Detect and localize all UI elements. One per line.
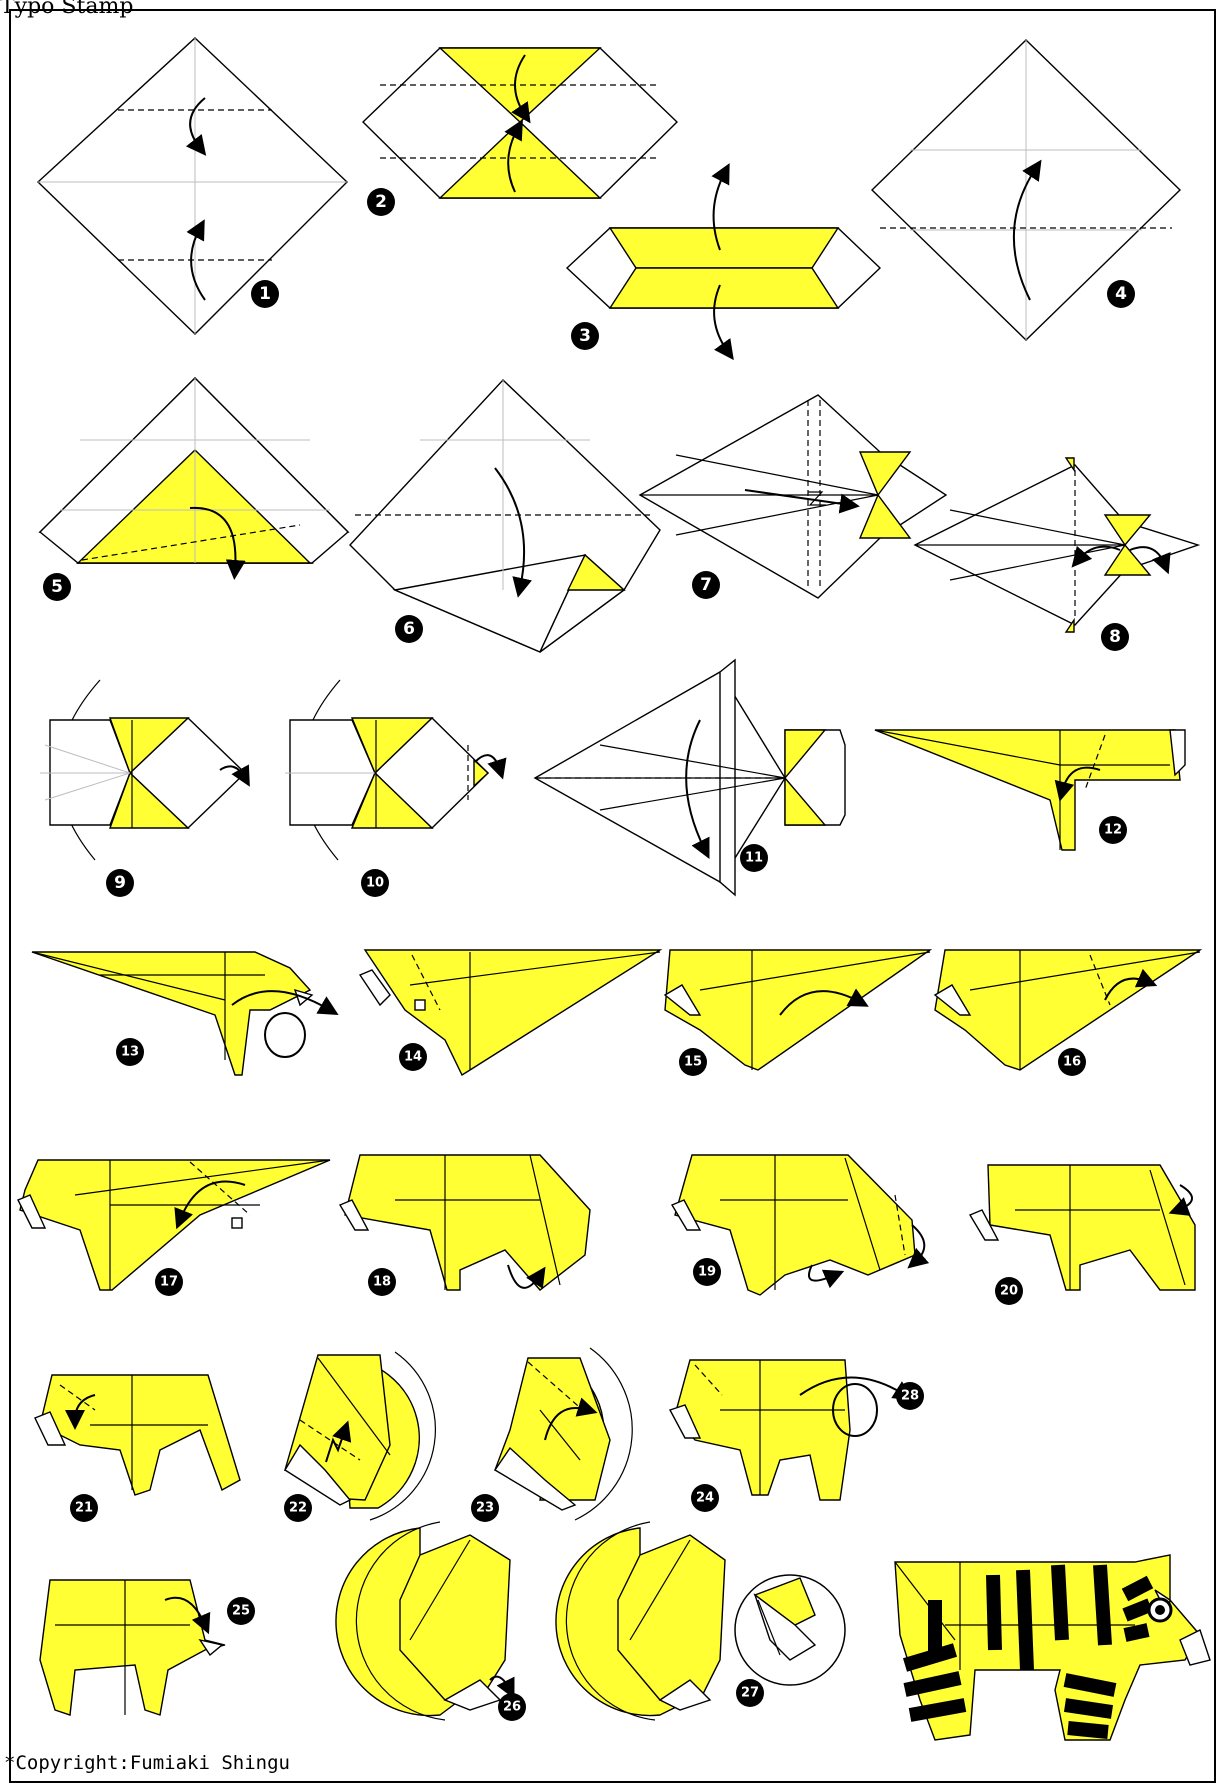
svg-text:18: 18 bbox=[373, 1275, 391, 1290]
svg-text:24: 24 bbox=[696, 1491, 714, 1506]
svg-text:7: 7 bbox=[700, 575, 712, 595]
step-badge-25: 25 bbox=[227, 1597, 255, 1625]
step-badge-1: 1 bbox=[251, 280, 279, 308]
step-badge-4: 4 bbox=[1107, 280, 1135, 308]
step-2-figure bbox=[363, 48, 677, 198]
svg-text:21: 21 bbox=[75, 1501, 93, 1516]
step-badge-5: 5 bbox=[43, 573, 71, 601]
svg-text:1: 1 bbox=[259, 284, 271, 304]
svg-text:25: 25 bbox=[232, 1604, 250, 1619]
step-badge-11: 11 bbox=[740, 844, 768, 872]
step-5-figure bbox=[40, 378, 348, 570]
step-badge-24: 24 bbox=[691, 1484, 719, 1512]
svg-text:8: 8 bbox=[1109, 627, 1121, 647]
step-badge-8: 8 bbox=[1101, 623, 1129, 651]
step-8-figure bbox=[915, 458, 1198, 632]
step-1-figure bbox=[38, 38, 347, 334]
svg-text:16: 16 bbox=[1063, 1055, 1081, 1070]
step-badge-22: 22 bbox=[284, 1494, 312, 1522]
svg-text:12: 12 bbox=[1104, 823, 1122, 838]
step-badge-14: 14 bbox=[399, 1043, 427, 1071]
svg-text:5: 5 bbox=[51, 577, 63, 597]
step-badge-9: 9 bbox=[106, 869, 134, 897]
step-badge-19: 19 bbox=[693, 1258, 721, 1286]
step-20-figure bbox=[970, 1165, 1195, 1290]
step-23-figure bbox=[495, 1348, 632, 1520]
step-15-figure bbox=[665, 950, 930, 1070]
step-badge-3: 3 bbox=[571, 322, 599, 350]
step-21-figure bbox=[35, 1375, 240, 1495]
step-11-figure bbox=[535, 660, 845, 895]
step-24-figure bbox=[670, 1360, 905, 1500]
copyright-text: *Copyright:Fumiaki Shingu bbox=[4, 1752, 290, 1774]
step-badge-6: 6 bbox=[395, 615, 423, 643]
step-badge-20: 20 bbox=[995, 1277, 1023, 1305]
svg-text:2: 2 bbox=[375, 192, 387, 212]
step-badge-28: 28 bbox=[896, 1382, 924, 1410]
step-badge-17: 17 bbox=[155, 1268, 183, 1296]
step-badge-16: 16 bbox=[1058, 1048, 1086, 1076]
step-9-figure bbox=[40, 680, 245, 860]
step-badge-7: 7 bbox=[692, 571, 720, 599]
svg-text:20: 20 bbox=[1000, 1284, 1018, 1299]
step-badge-10: 10 bbox=[361, 869, 389, 897]
svg-text:23: 23 bbox=[476, 1501, 494, 1516]
step-12-figure bbox=[875, 730, 1185, 850]
svg-text:11: 11 bbox=[745, 851, 763, 866]
step-6-figure bbox=[350, 380, 660, 652]
step-25-figure bbox=[40, 1580, 225, 1715]
svg-text:6: 6 bbox=[403, 619, 415, 639]
step-badge-27: 27 bbox=[736, 1679, 764, 1707]
step-26-figure bbox=[336, 1522, 510, 1720]
step-3-figure bbox=[567, 172, 880, 352]
svg-text:3: 3 bbox=[579, 326, 591, 346]
svg-text:15: 15 bbox=[684, 1055, 702, 1070]
svg-text:26: 26 bbox=[503, 1700, 521, 1715]
svg-text:13: 13 bbox=[121, 1045, 139, 1060]
step-badge-2: 2 bbox=[367, 188, 395, 216]
step-28-tiger bbox=[895, 1555, 1210, 1740]
step-badge-13: 13 bbox=[116, 1038, 144, 1066]
step-badge-18: 18 bbox=[368, 1268, 396, 1296]
svg-text:4: 4 bbox=[1115, 284, 1127, 304]
svg-text:9: 9 bbox=[114, 873, 126, 893]
step-badge-21: 21 bbox=[70, 1494, 98, 1522]
svg-text:17: 17 bbox=[160, 1275, 178, 1290]
svg-text:14: 14 bbox=[404, 1050, 422, 1065]
step-13-figure bbox=[32, 952, 330, 1075]
step-27-figure bbox=[556, 1522, 845, 1720]
step-22-figure bbox=[285, 1352, 435, 1520]
step-badge-12: 12 bbox=[1099, 816, 1127, 844]
svg-text:22: 22 bbox=[289, 1501, 307, 1516]
svg-text:10: 10 bbox=[366, 876, 384, 891]
step-10-figure bbox=[285, 680, 500, 860]
step-badge-15: 15 bbox=[679, 1048, 707, 1076]
step-badge-23: 23 bbox=[471, 1494, 499, 1522]
svg-text:28: 28 bbox=[901, 1389, 919, 1404]
step-7-figure bbox=[640, 395, 946, 598]
svg-text:27: 27 bbox=[741, 1686, 759, 1701]
svg-text:19: 19 bbox=[698, 1265, 716, 1280]
step-badge-26: 26 bbox=[498, 1693, 526, 1721]
